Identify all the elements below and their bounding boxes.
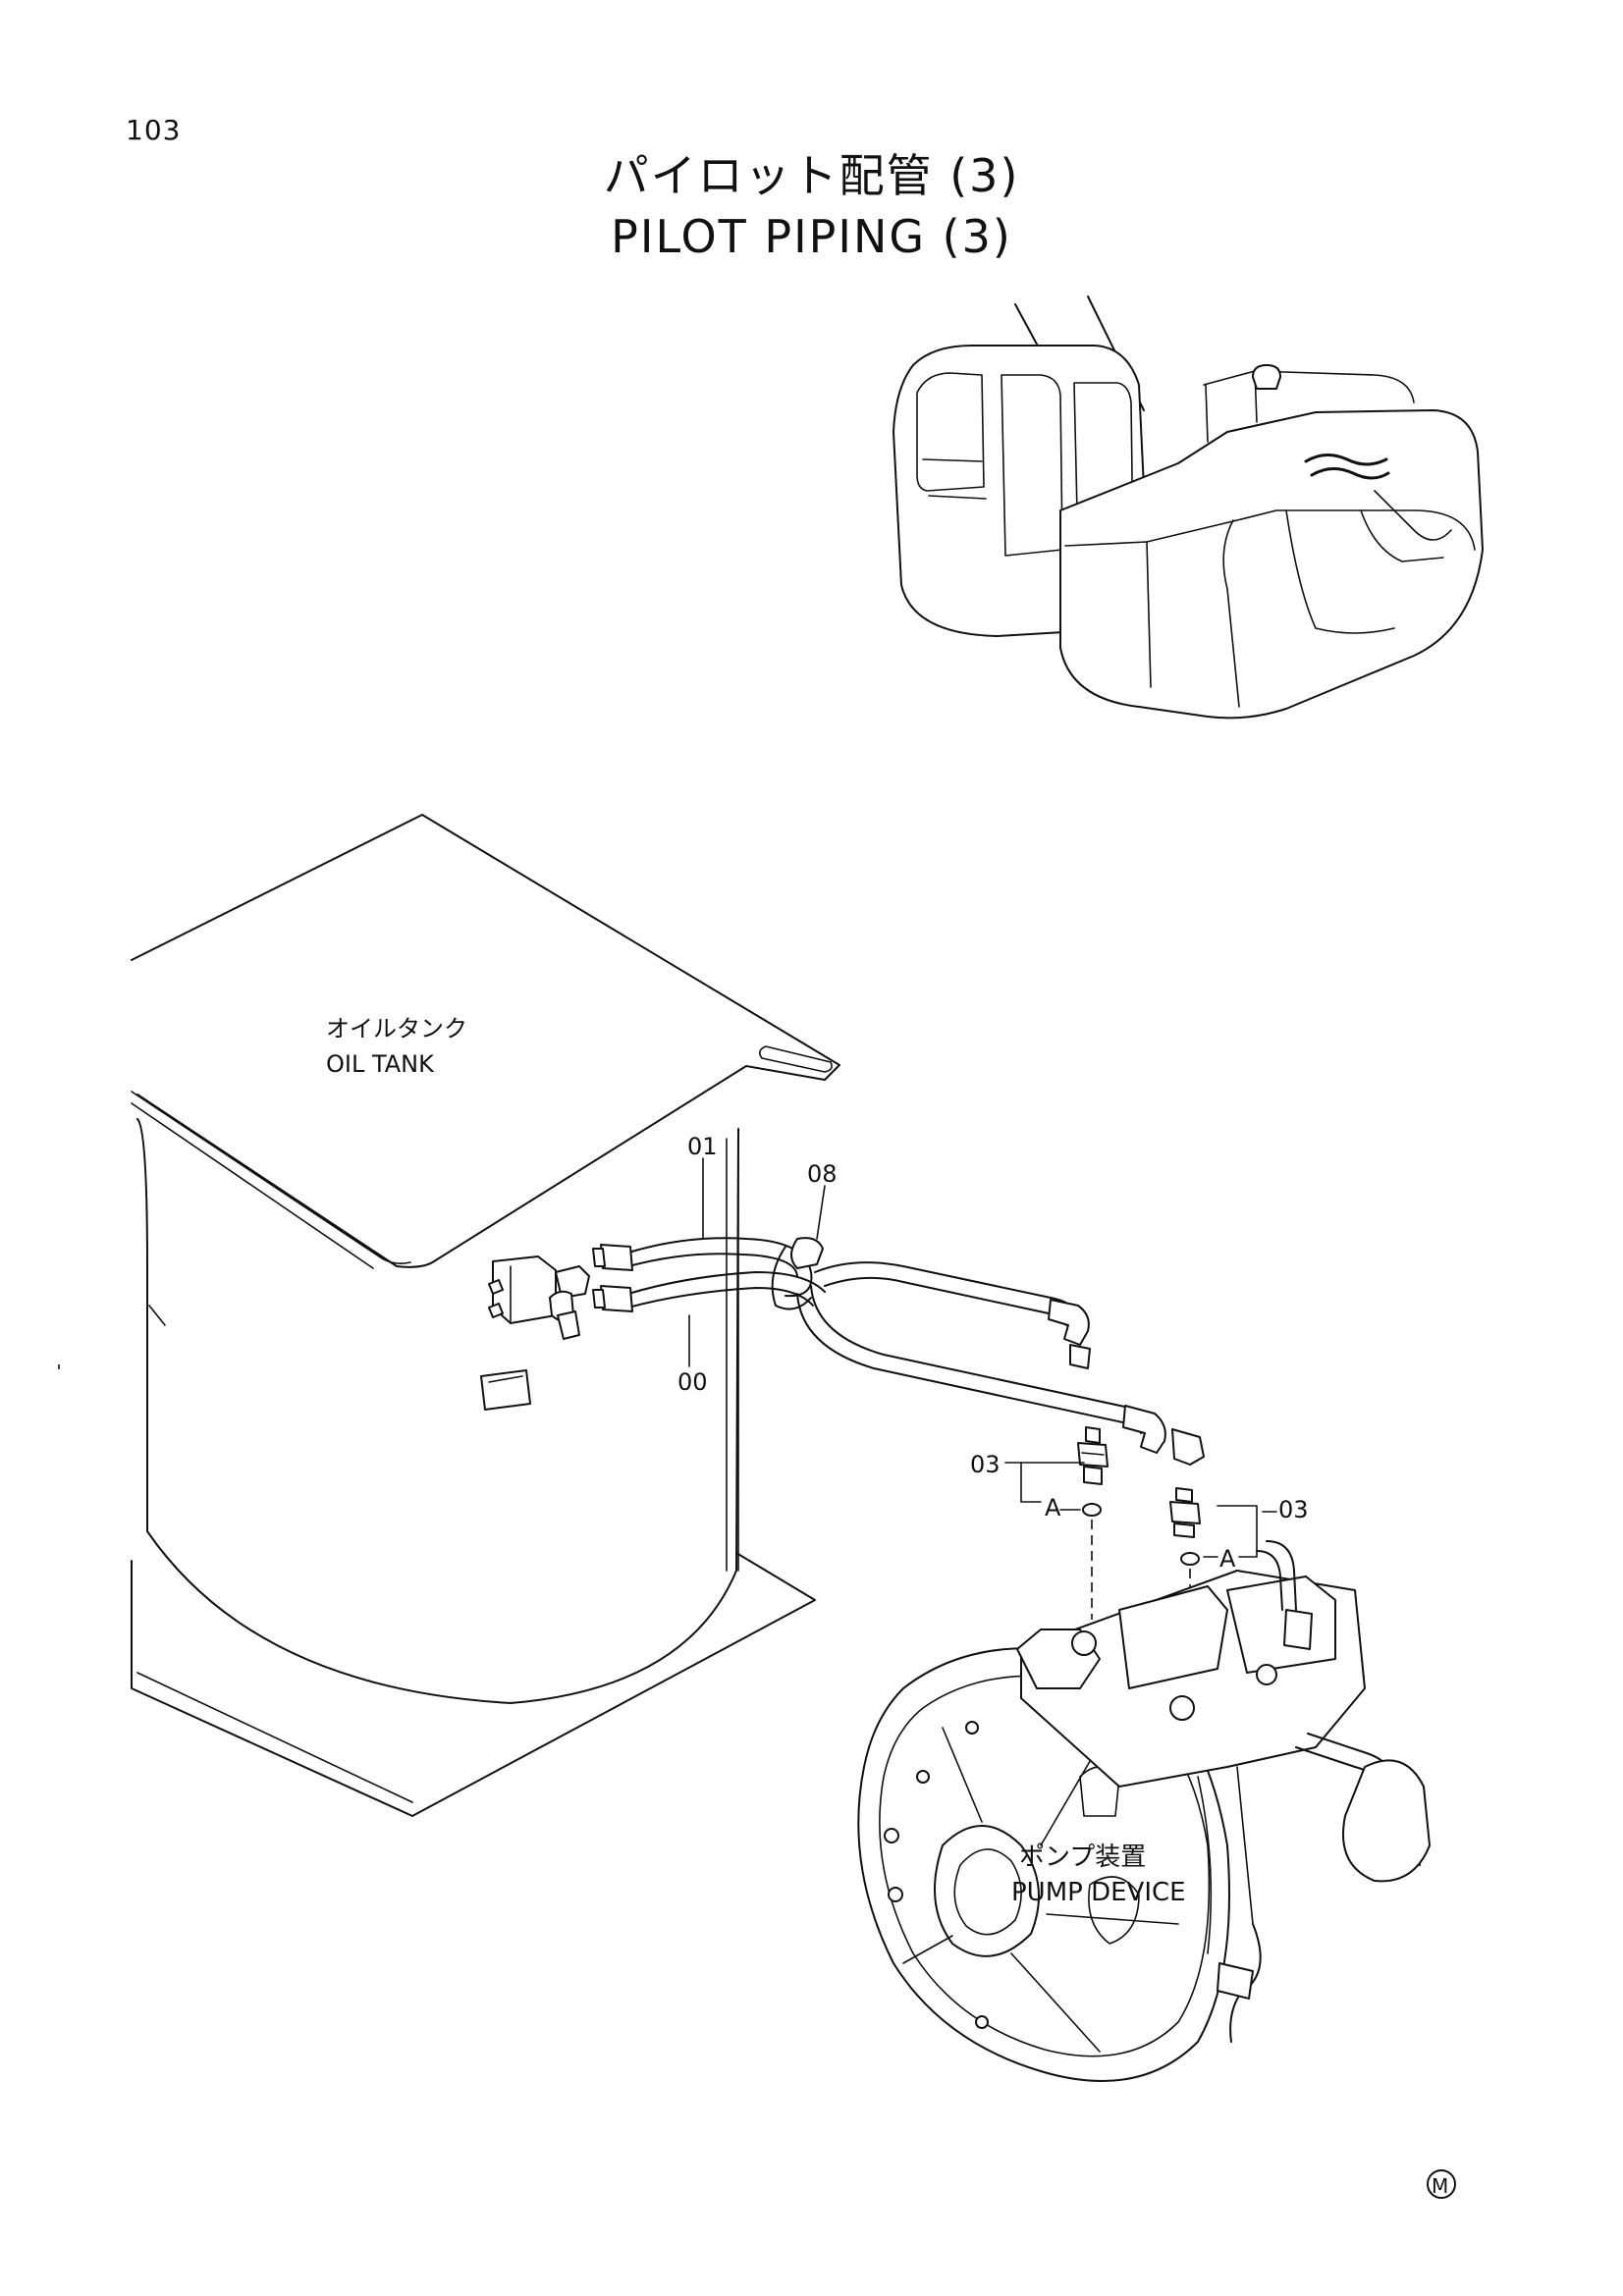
callout-leaders [688,1157,1277,1558]
oil-tank-label-en: OIL TANK [326,1050,435,1078]
adapter-fittings-illustration [1077,1426,1201,1659]
circled-m-mark: M [1427,2169,1456,2199]
title-japanese: パイロット配管 (3) [603,149,1020,202]
oil-tank-label-jp: オイルタンク [326,1015,467,1042]
callout-03-left: 03 [970,1451,1001,1478]
title-english: PILOT PIPING (3) [611,210,1012,263]
detail-a-right: A [1219,1545,1236,1573]
page-title: パイロット配管 (3) PILOT PIPING (3) [0,145,1623,267]
detail-a-left: A [1045,1494,1061,1522]
callout-03-right: 03 [1278,1496,1309,1523]
circled-m-letter: M [1432,2174,1448,2198]
pump-device-label-en: PUMP DEVICE [1011,1878,1186,1907]
callout-08: 08 [807,1160,838,1188]
diagram-labels: オイルタンク OIL TANK 01 00 08 03 A 03 A ポンプ装置… [326,1015,1309,1907]
excavator-overview-illustration [893,295,1484,720]
pump-device-illustration [857,1540,1431,2082]
callout-00: 00 [677,1368,708,1396]
page-number: 103 [126,114,182,146]
pilot-hoses-illustration [592,1237,1205,1466]
oil-tank-illustration [58,814,840,1817]
pump-device-label-jp: ポンプ装置 [1019,1842,1146,1872]
callout-01: 01 [687,1133,718,1160]
